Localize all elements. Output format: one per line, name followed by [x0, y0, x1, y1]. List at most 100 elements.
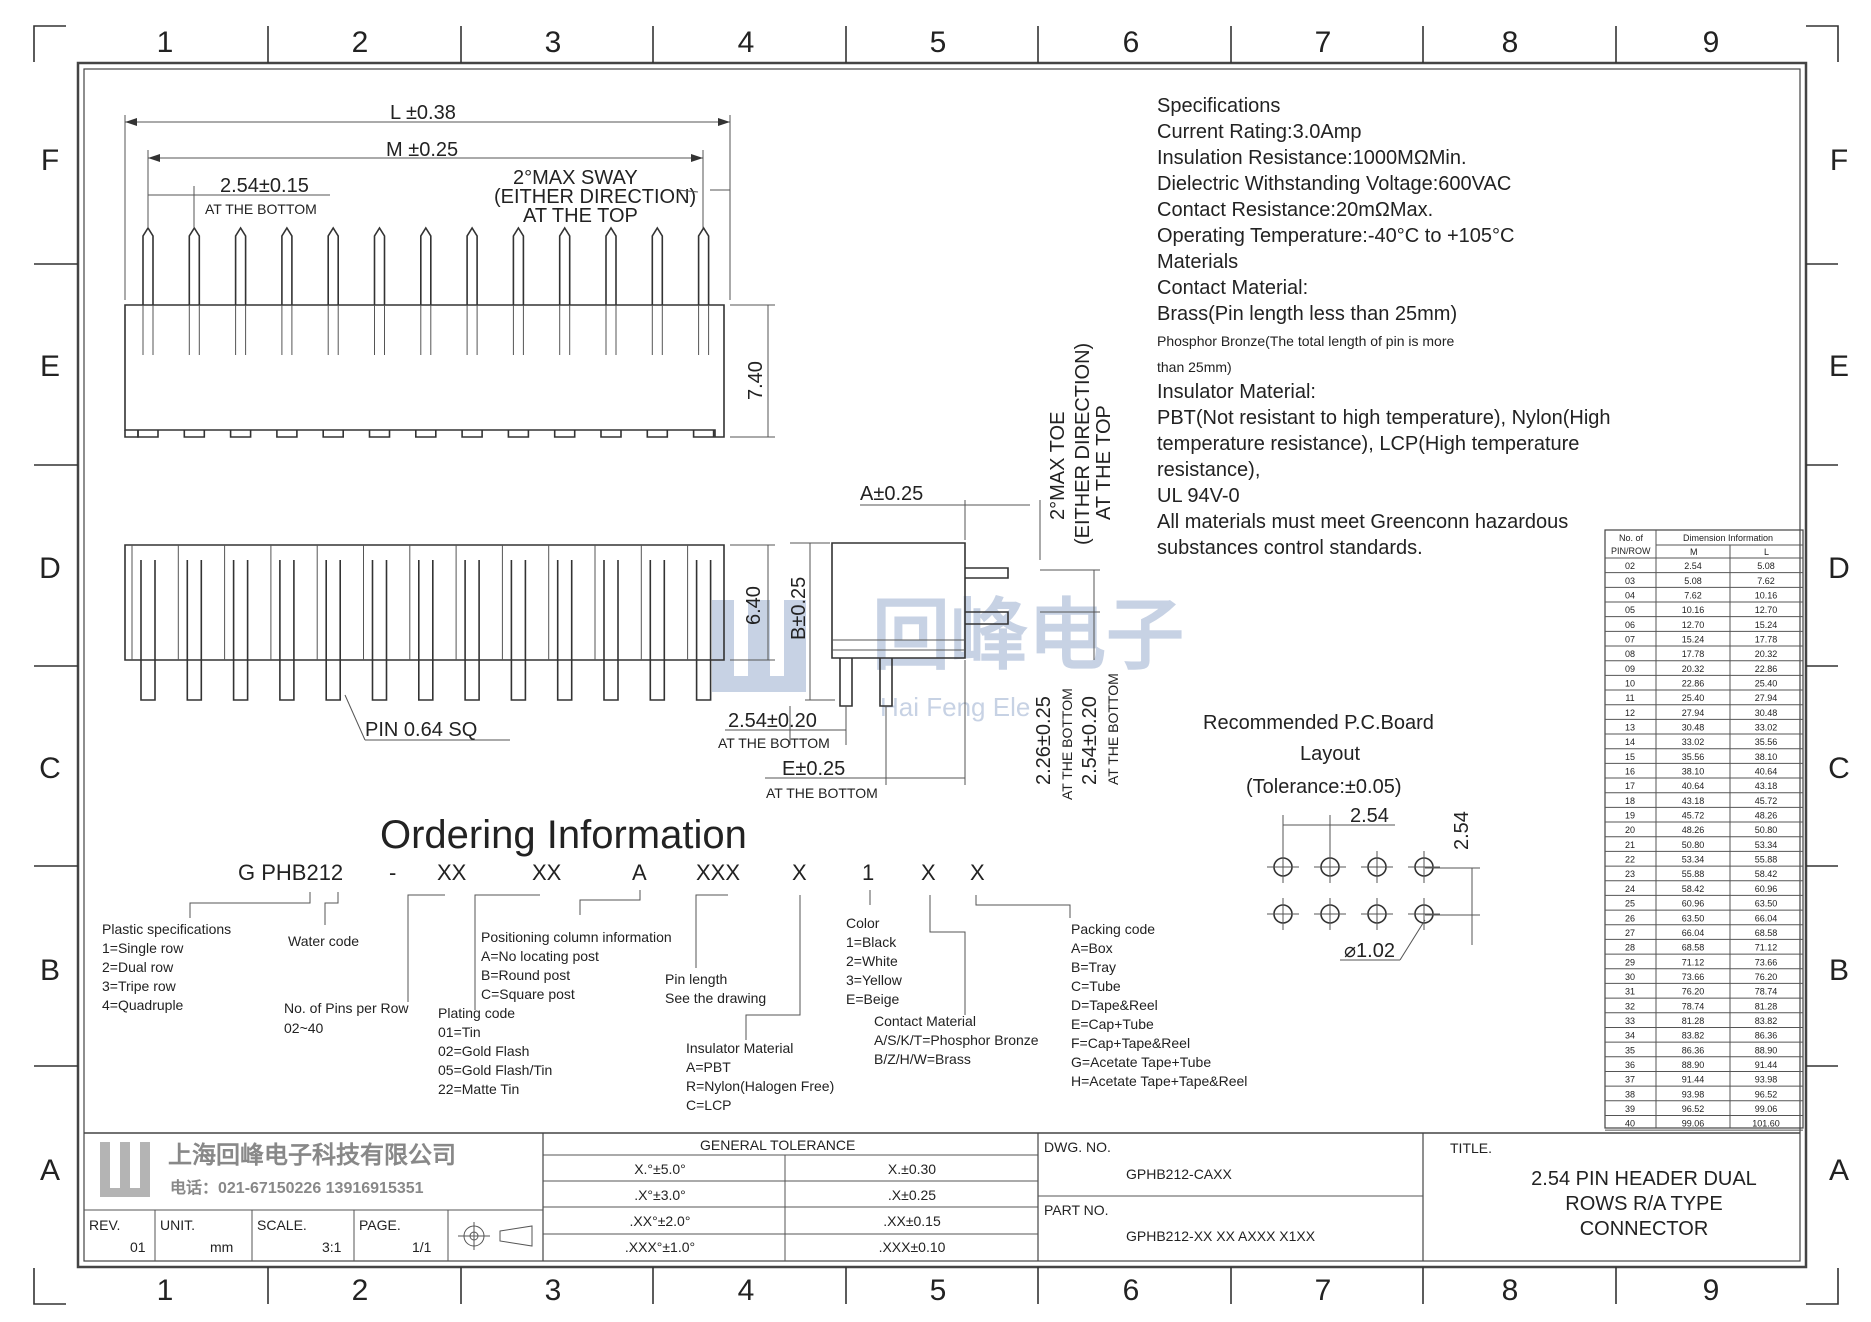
table-cell: 43.18: [1682, 796, 1705, 806]
side-view: A±0.25 B±0.25 2°MAX TOE (EITHER DIRECTIO…: [718, 343, 1121, 801]
spec-line: UL 94V-0: [1157, 485, 1240, 507]
table-header-l: L: [1764, 547, 1769, 557]
dim-height-640: 6.40: [743, 586, 765, 625]
top-notch: [137, 430, 159, 438]
table-cell: 73.66: [1682, 972, 1705, 982]
table-cell: 53.34: [1682, 855, 1705, 865]
spec-line: resistance),: [1157, 459, 1260, 481]
table-cell: 45.72: [1682, 811, 1705, 821]
part-label: PART NO.: [1044, 1202, 1109, 1218]
table-cell: 16: [1625, 767, 1635, 777]
scale-label: SCALE.: [257, 1217, 307, 1233]
spec-line: Contact Resistance:20mΩMax.: [1157, 199, 1433, 221]
ord-packing-line: B=Tray: [1071, 959, 1116, 975]
title-block: 上海回峰电子科技有限公司 电话：021-67150226 13916915351…: [84, 1132, 1800, 1261]
company-name: 上海回峰电子科技有限公司: [168, 1141, 456, 1169]
table-cell: 88.90: [1755, 1045, 1778, 1055]
pcb-title-3: (Tolerance:±0.05): [1246, 776, 1402, 798]
table-cell: 58.42: [1682, 884, 1705, 894]
table-cell: 39: [1625, 1104, 1635, 1114]
table-cell: 58.42: [1755, 869, 1778, 879]
table-cell: 40.64: [1682, 781, 1705, 791]
ord-insulator-line: Insulator Material: [686, 1040, 793, 1056]
table-cell: 38.10: [1755, 752, 1778, 762]
table-cell: 15.24: [1755, 620, 1778, 630]
toe-line-2: (EITHER DIRECTION): [1072, 343, 1094, 545]
table-cell: 83.82: [1755, 1016, 1778, 1026]
spec-line: Brass(Pin length less than 25mm): [1157, 303, 1457, 325]
grid-col-1-bottom: 1: [157, 1274, 174, 1307]
grid-col-5-top: 5: [930, 26, 947, 59]
front-pin: [649, 560, 666, 701]
table-cell: 20.32: [1755, 649, 1778, 659]
table-cell: 10: [1625, 679, 1635, 689]
table-cell: 5.08: [1757, 561, 1775, 571]
grid-col-7-top: 7: [1315, 26, 1332, 59]
table-cell: 76.20: [1755, 972, 1778, 982]
top-pin: [373, 226, 386, 305]
pcb-title-2: Layout: [1300, 743, 1360, 765]
table-cell: 86.36: [1682, 1045, 1705, 1055]
company-phone: 电话：021-67150226 13916915351: [170, 1178, 424, 1197]
table-cell: 91.44: [1755, 1060, 1778, 1070]
grid-row-a-left: A: [40, 1154, 60, 1187]
ord-pins-line: 02~40: [284, 1020, 324, 1036]
ord-plastic-line: 4=Quadruple: [102, 997, 184, 1013]
top-pin: [420, 226, 432, 305]
dim-v1-note: AT THE BOTTOM: [1059, 688, 1075, 800]
table-cell: 93.98: [1755, 1075, 1778, 1085]
table-cell: 32: [1625, 1001, 1635, 1011]
company-logo: [100, 1142, 150, 1197]
table-cell: 22: [1625, 855, 1635, 865]
top-notch: [692, 430, 715, 438]
unit-value: mm: [210, 1239, 233, 1255]
table-cell: 93.98: [1682, 1089, 1705, 1099]
top-pin: [512, 226, 525, 305]
table-cell: 24: [1625, 884, 1635, 894]
ord-contact-line: B/Z/H/W=Brass: [874, 1051, 971, 1067]
table-header-group: Dimension Information: [1683, 533, 1773, 543]
grid-row-f-left: F: [41, 144, 59, 177]
table-header-m: M: [1690, 547, 1698, 557]
table-cell: 45.72: [1755, 796, 1778, 806]
table-cell: 35: [1625, 1045, 1635, 1055]
table-cell: 96.52: [1755, 1089, 1778, 1099]
code-part-contact: X: [921, 860, 936, 885]
ord-positioning-line: C=Square post: [481, 986, 575, 1002]
top-notch: [553, 430, 576, 438]
table-cell: 30.48: [1755, 708, 1778, 718]
dim-v1: 2.26±0.25: [1033, 696, 1055, 785]
spec-line: Materials: [1157, 251, 1238, 273]
table-cell: 34: [1625, 1031, 1635, 1041]
table-cell: 76.20: [1682, 987, 1705, 997]
table-cell: 7.62: [1684, 591, 1702, 601]
front-pin: [603, 560, 619, 701]
table-cell: 13: [1625, 723, 1635, 733]
dim-l: L ±0.38: [390, 102, 456, 124]
grid-col-3-top: 3: [545, 26, 562, 59]
dwg-label: DWG. NO.: [1044, 1139, 1111, 1155]
grid-col-6-bottom: 6: [1123, 1274, 1140, 1307]
ord-pins-line: No. of Pins per Row: [284, 1000, 409, 1016]
table-cell: 31: [1625, 987, 1635, 997]
front-pin: [279, 560, 295, 701]
table-cell: 30.48: [1682, 723, 1705, 733]
code-part-plating: XX: [532, 860, 562, 885]
grid-row-f-right: F: [1830, 144, 1848, 177]
top-pin: [697, 226, 710, 305]
ord-plating-line: 01=Tin: [438, 1024, 481, 1040]
table-cell: 71.12: [1755, 943, 1778, 953]
ord-plastic-line: Plastic specifications: [102, 921, 231, 937]
table-cell: 53.34: [1755, 840, 1778, 850]
ord-packing-line: H=Acetate Tape+Tape&Reel: [1071, 1073, 1247, 1089]
ord-insulator-line: A=PBT: [686, 1059, 731, 1075]
top-notch: [600, 430, 622, 438]
dimension-table: No. of PIN/ROW Dimension Information M L…: [1604, 529, 1804, 1131]
table-cell: 10.16: [1682, 605, 1705, 615]
watermark: 回峰电子 Hai Feng Ele: [712, 591, 1184, 722]
table-cell: 40.64: [1755, 767, 1778, 777]
table-cell: 12.70: [1755, 605, 1778, 615]
code-part-packing: X: [970, 860, 985, 885]
